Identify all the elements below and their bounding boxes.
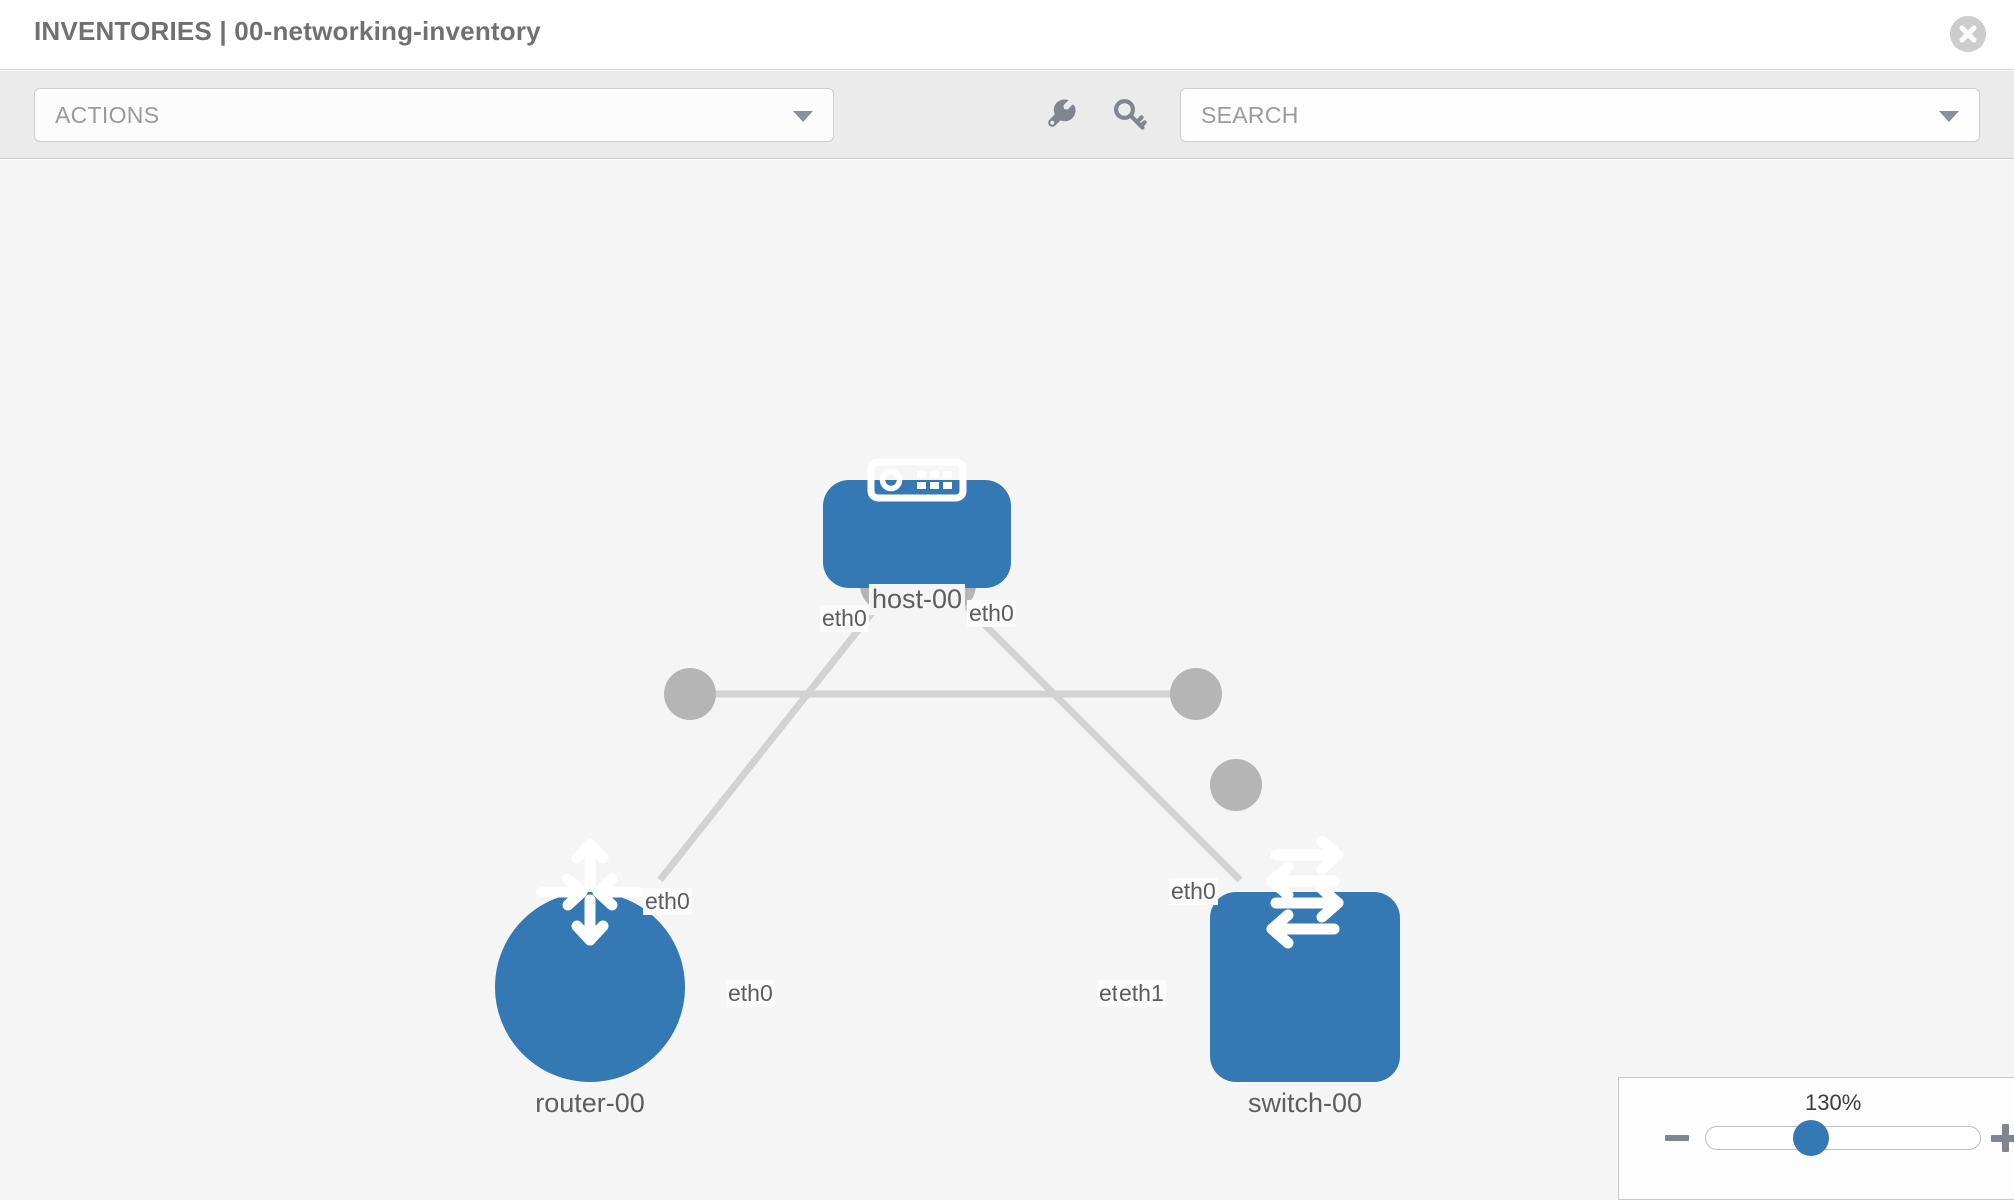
zoom-out-button[interactable]: [1665, 1135, 1689, 1141]
close-circle-icon: [1950, 16, 1986, 52]
topology-canvas[interactable]: host-00 router-00: [0, 160, 2014, 1200]
zoom-control-panel: 130%: [1618, 1077, 2014, 1200]
endpoint-dot: [1210, 759, 1262, 811]
zoom-slider-track[interactable]: [1705, 1126, 1981, 1150]
key-icon: [1114, 99, 1147, 130]
endpoint-dot: [664, 668, 716, 720]
edge-label-router-upper: eth0: [643, 888, 692, 915]
endpoint-dot: [1170, 668, 1222, 720]
edge-label-router-right: eth0: [726, 980, 775, 1007]
chevron-down-icon: [793, 111, 813, 122]
node-label-switch-00: switch-00: [1244, 1088, 1366, 1119]
zoom-slider-thumb[interactable]: [1793, 1120, 1829, 1156]
key-button[interactable]: [1110, 95, 1150, 135]
node-label-router-00: router-00: [532, 1088, 648, 1119]
wrench-icon: [1048, 99, 1076, 127]
topology-edges: [657, 559, 1262, 883]
host-node-shape[interactable]: [823, 480, 1011, 588]
edge-label-host-right: eth0: [967, 600, 1016, 627]
actions-dropdown-label: ACTIONS: [55, 102, 160, 128]
router-node-shape[interactable]: [495, 892, 685, 1082]
wrench-button[interactable]: [1043, 95, 1083, 135]
switch-node-shape[interactable]: [1210, 892, 1400, 1082]
actions-dropdown[interactable]: ACTIONS: [34, 88, 834, 142]
edge-label-switch-upper: eth0: [1169, 878, 1218, 905]
node-label-host-00: host-00: [868, 584, 966, 615]
toolbar: ACTIONS SEARCH: [0, 71, 2014, 159]
search-input[interactable]: SEARCH: [1180, 88, 1980, 142]
page-header: INVENTORIES | 00-networking-inventory: [0, 0, 2014, 70]
page-title: INVENTORIES | 00-networking-inventory: [34, 16, 541, 46]
zoom-level-value: 130%: [1805, 1090, 1862, 1115]
edge-label-switch-left-over: eth1: [1117, 980, 1166, 1007]
chevron-down-icon: [1939, 111, 1959, 122]
zoom-in-button[interactable]: [1991, 1124, 2014, 1152]
edge-label-host-left: eth0: [820, 605, 869, 632]
close-button[interactable]: [1950, 16, 1986, 52]
search-placeholder: SEARCH: [1201, 102, 1299, 128]
